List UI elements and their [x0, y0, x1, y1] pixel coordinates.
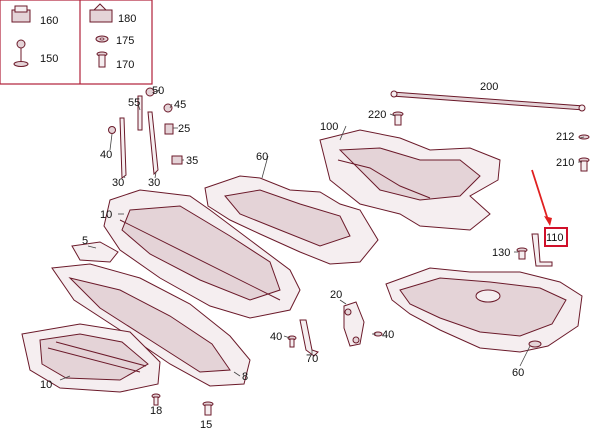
clip-35: [171, 155, 183, 165]
callout-70: 70: [306, 353, 318, 365]
transmission-panel-60-lower: [385, 267, 583, 353]
legend-label-160: 160: [40, 15, 58, 27]
legend-label-170: 170: [116, 59, 134, 71]
transmission-panel-60-top: [204, 175, 379, 265]
bolt-40-lower: [287, 335, 297, 348]
screw-220: [392, 111, 404, 126]
lower-skid-8: [51, 263, 251, 387]
legend-label-180: 180: [118, 13, 136, 25]
callout-220: 220: [368, 109, 386, 121]
screw-18: [151, 393, 161, 406]
callout-5: 5: [82, 235, 88, 247]
callout-55: 55: [128, 97, 140, 109]
bracket-right: [147, 111, 159, 176]
legend-label-150: 150: [40, 53, 58, 65]
bolt-130: [516, 247, 528, 260]
callout-18: 18: [150, 405, 162, 417]
bolt-40: [108, 126, 116, 134]
washer-icon: [95, 35, 109, 43]
callout-40: 40: [100, 149, 112, 161]
callout-10: 10: [100, 209, 112, 221]
callout-130: 130: [492, 247, 510, 259]
front-skid-10-lower: [21, 323, 161, 393]
callout-10: 10: [40, 379, 52, 391]
callout-60: 60: [256, 151, 268, 163]
callout-35: 35: [186, 155, 198, 167]
clip-nut-icon: [11, 5, 31, 23]
callout-40: 40: [270, 331, 282, 343]
callout-20: 20: [330, 289, 342, 301]
bolt-25: [164, 123, 174, 135]
front-underbody-10: [103, 189, 301, 319]
callout-100: 100: [320, 121, 338, 133]
legend-box: 160 150 180 175 170: [0, 0, 153, 85]
bracket-left: [119, 117, 127, 179]
callout-200: 200: [480, 81, 498, 93]
callout-8: 8: [242, 371, 248, 383]
callout-labels: 50 55 45 40 25 35 30 30 60 100 220 200 2…: [40, 81, 574, 431]
callout-212: 212: [556, 131, 574, 143]
callout-40: 40: [382, 329, 394, 341]
highlight-arrow: [531, 169, 552, 226]
callout-30: 30: [148, 177, 160, 189]
cross-strut-200: [390, 90, 586, 112]
bracket-70: [299, 319, 319, 357]
callout-210: 210: [556, 157, 574, 169]
bracket-20: [343, 301, 365, 347]
screw-15: [202, 401, 214, 416]
callout-30: 30: [112, 177, 124, 189]
callout-45: 45: [174, 99, 186, 111]
legend-label-175: 175: [116, 35, 134, 47]
callout-50: 50: [152, 85, 164, 97]
highlight-box-110: [544, 227, 568, 247]
leader-lines: [59, 89, 585, 381]
screw-210: [578, 157, 590, 172]
callout-15: 15: [200, 419, 212, 431]
bracket-110: [531, 233, 553, 267]
bolt-45: [163, 103, 173, 113]
bracket-5: [71, 241, 119, 263]
engine-underpanel-100: [319, 129, 501, 231]
screw-icon: [96, 51, 108, 68]
callout-110: 110: [546, 232, 564, 244]
screw-icon: [13, 39, 29, 67]
bracket-upper: [137, 95, 143, 131]
callout-60: 60: [512, 367, 524, 379]
clip-nut-icon: [89, 3, 113, 23]
callout-25: 25: [178, 123, 190, 135]
side-brackets-group: [108, 87, 183, 179]
